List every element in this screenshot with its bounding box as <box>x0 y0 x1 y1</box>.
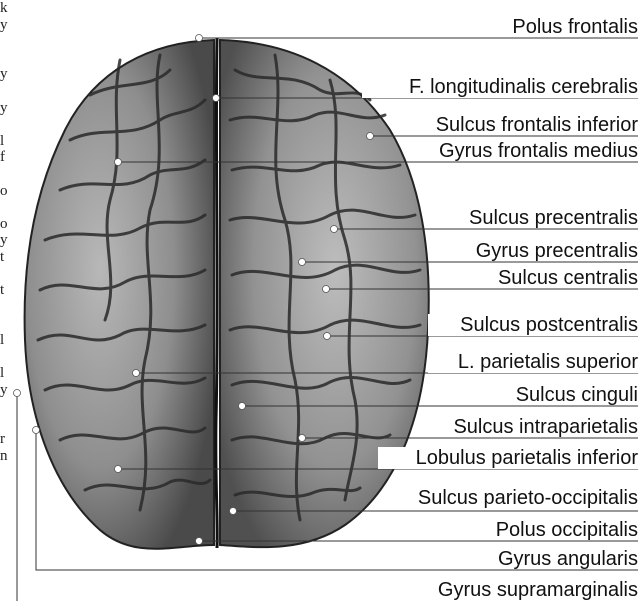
label-sulcus-postcentralis: Sulcus postcentralis <box>460 314 638 336</box>
label-sulcus-frontalis-inferior: Sulcus frontalis inferior <box>436 114 639 136</box>
label-sulcus-parieto-occipitalis: Sulcus parieto-occipitalis <box>418 487 638 509</box>
label-gyrus-precentralis: Gyrus precentralis <box>476 240 638 262</box>
label-gyrus-supramarginalis: Gyrus supramarginalis <box>438 579 638 601</box>
longitudinal-fissure <box>216 38 217 548</box>
label-polus-occipitalis: Polus occipitalis <box>496 519 638 541</box>
label-l-parietalis-superior: L. parietalis superior <box>458 351 638 373</box>
label-lobulus-parietalis-inferior: Lobulus parietalis inferior <box>416 447 639 469</box>
label-sulcus-precentralis: Sulcus precentralis <box>469 207 638 229</box>
label-sulcus-cinguli: Sulcus cinguli <box>516 384 638 406</box>
label-f-longitudinalis-cerebralis: F. longitudinalis cerebralis <box>409 76 638 98</box>
label-sulcus-centralis: Sulcus centralis <box>498 267 638 289</box>
label-sulcus-intraparietalis: Sulcus intraparietalis <box>453 416 638 438</box>
label-gyrus-frontalis-medius: Gyrus frontalis medius <box>439 140 638 162</box>
label-gyrus-angularis: Gyrus angularis <box>498 548 638 570</box>
label-polus-frontalis: Polus frontalis <box>512 16 638 38</box>
